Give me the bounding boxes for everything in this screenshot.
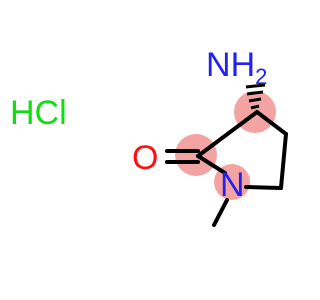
hcl-label: HCl: [10, 94, 67, 132]
carbonyl-carbon-highlight: [175, 134, 217, 176]
ring-nitrogen-label: N: [220, 166, 245, 204]
molecule-structure: HCl NH2 O N: [10, 46, 288, 227]
bond-c3-c4: [255, 110, 288, 136]
bond-c4-c5: [279, 132, 288, 190]
bond-c5-n1: [244, 185, 283, 190]
bond-c2-c3: [196, 110, 259, 158]
stereo-hash-bond: [245, 83, 266, 110]
oxygen-label: O: [132, 139, 158, 177]
amine-label: NH2: [206, 46, 267, 89]
bond-n1-c2: [196, 154, 227, 175]
bond-n1-methyl: [212, 198, 229, 227]
